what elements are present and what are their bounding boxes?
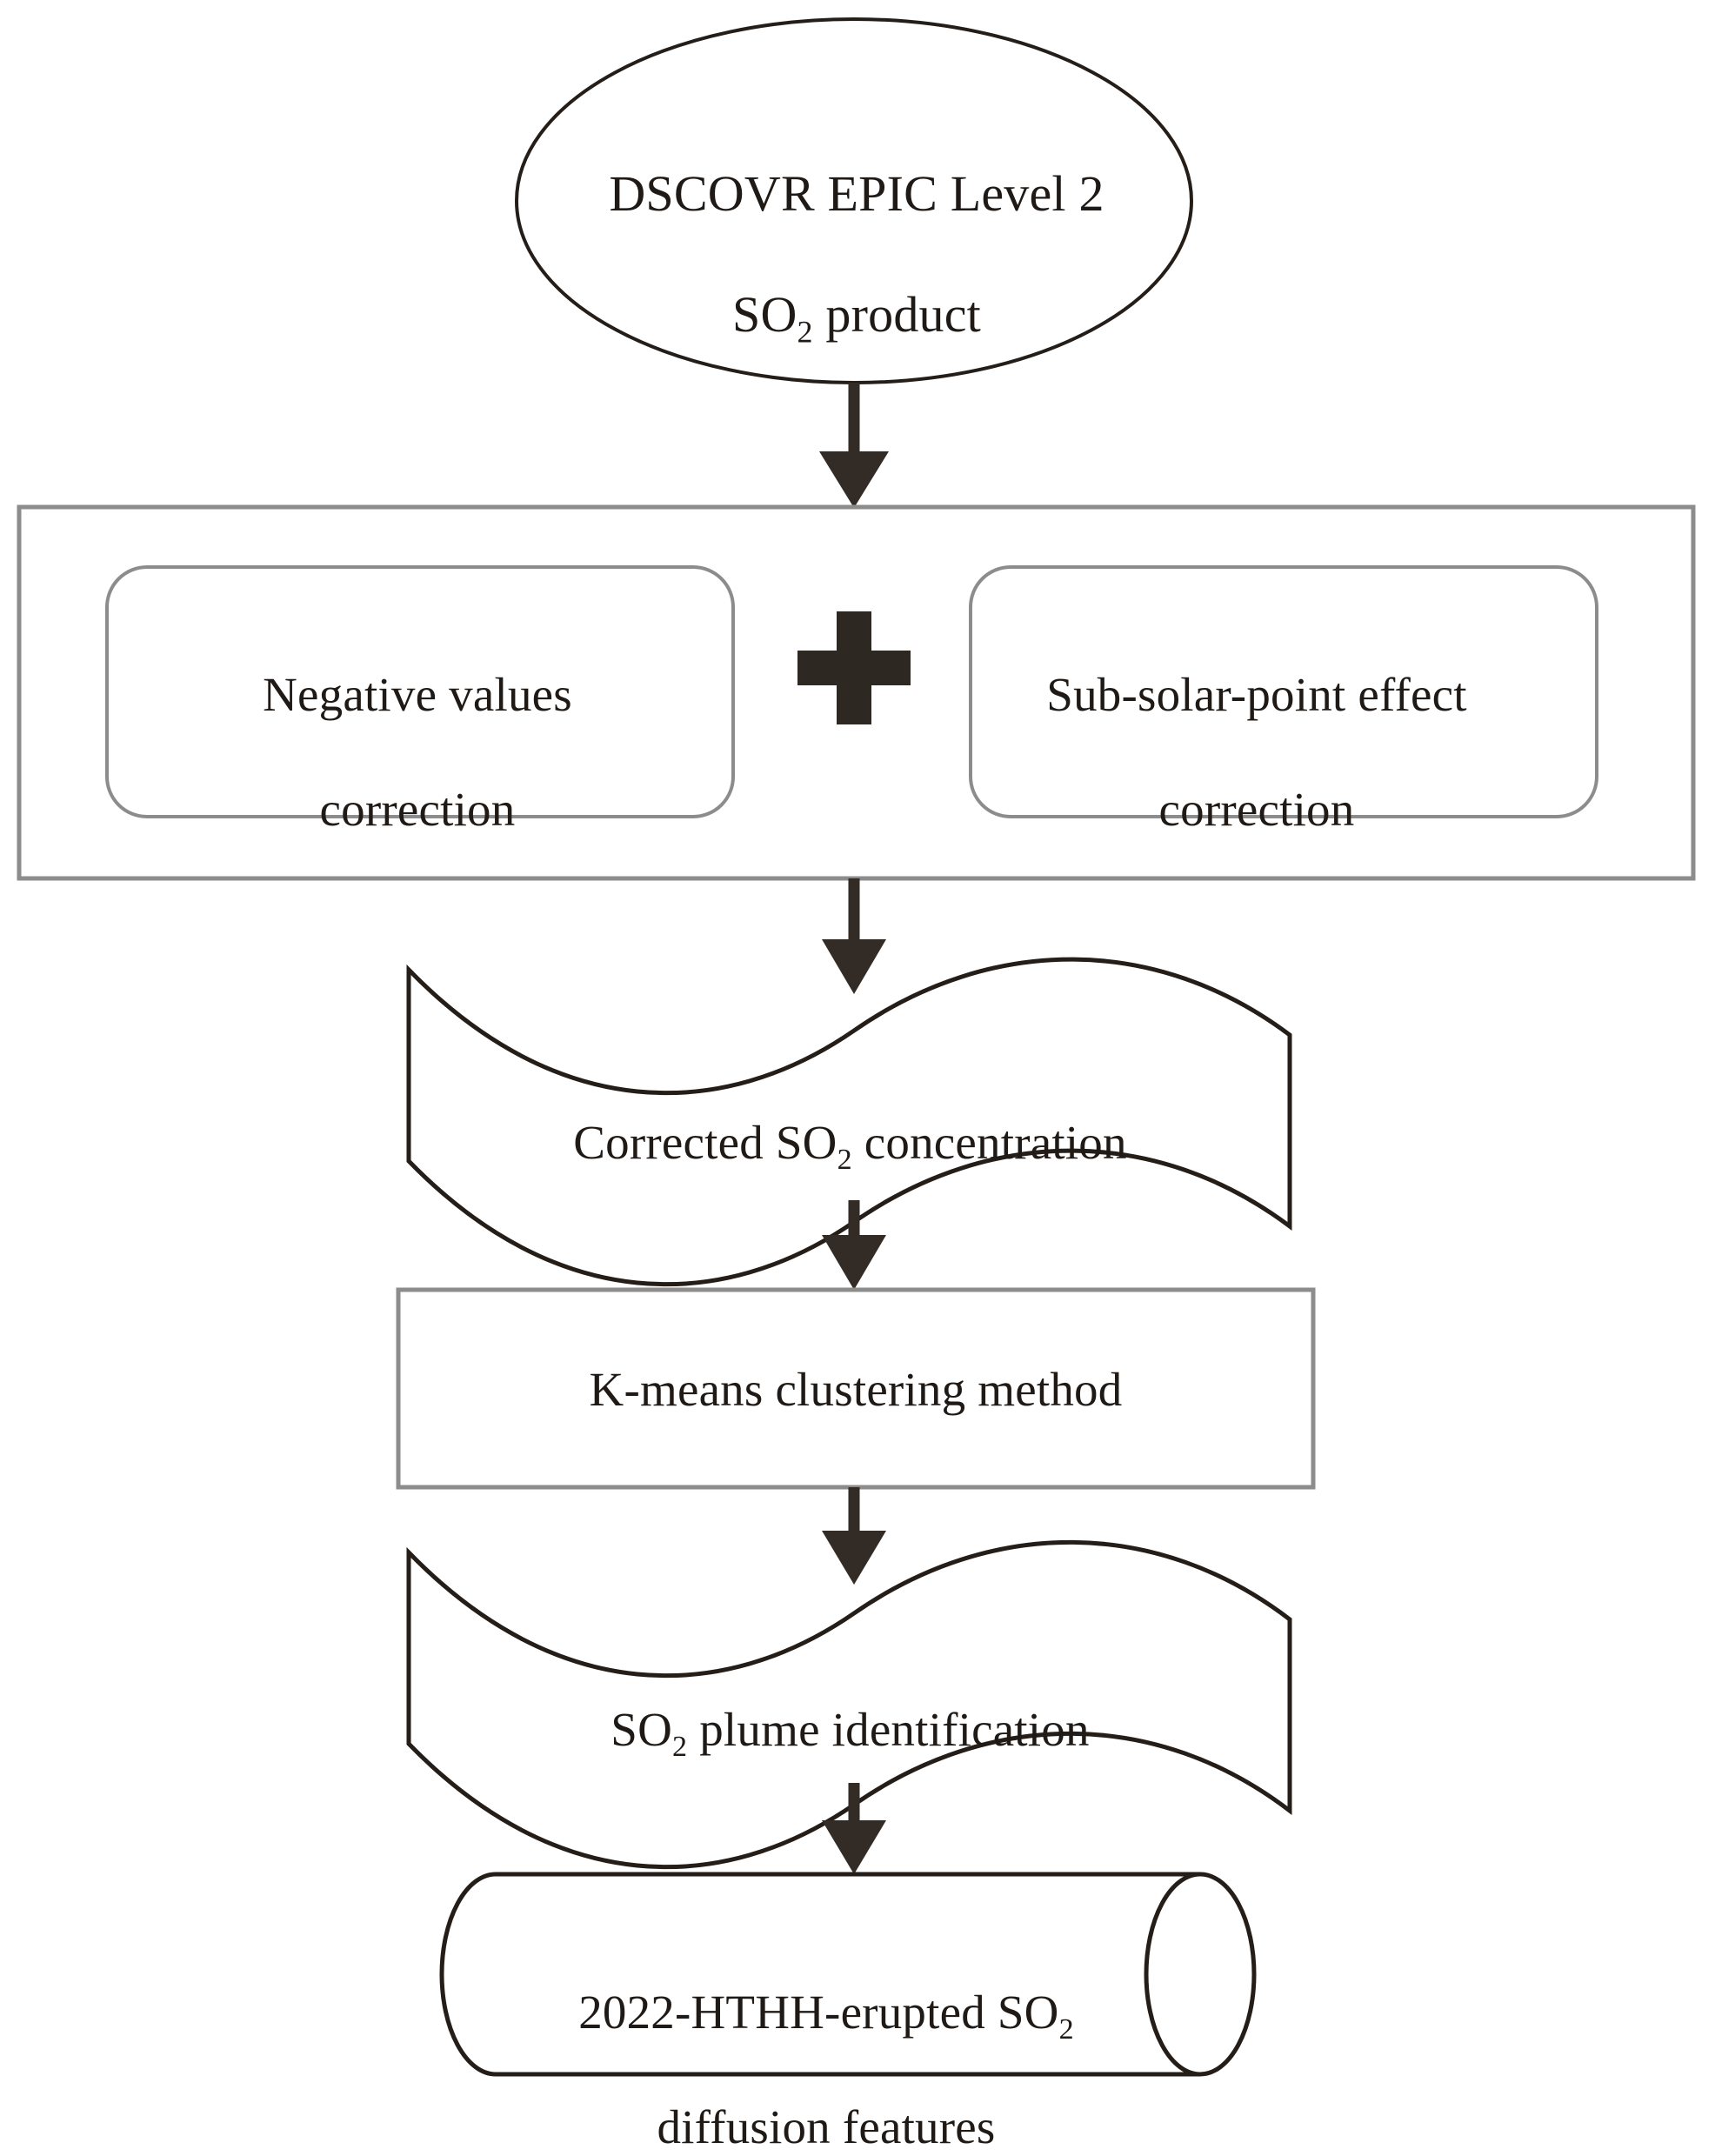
document-icon-plume (406, 1539, 1292, 1870)
rounded-process-icon-negative (105, 565, 735, 818)
cylinder-database-icon (439, 1872, 1257, 2077)
flowchart-canvas: DSCOVR EPIC Level 2 SO2 product Negative… (17, 17, 1696, 2153)
edge-source-to-corrections (819, 383, 889, 508)
edge-corrected-to-kmeans (822, 1200, 886, 1290)
rounded-process-icon-subsolar (969, 565, 1598, 818)
plus-icon (797, 611, 911, 724)
ellipse-terminator-icon (515, 17, 1193, 384)
process-box-icon-kmeans (396, 1287, 1316, 1490)
document-icon-corrected (406, 957, 1292, 1287)
edge-corrections-to-corrected (822, 878, 886, 994)
edge-plume-to-output (822, 1783, 886, 1874)
edge-kmeans-to-plume (822, 1487, 886, 1585)
flowchart-svg (17, 17, 1696, 2077)
output-line2: diffusion features (657, 2100, 996, 2153)
